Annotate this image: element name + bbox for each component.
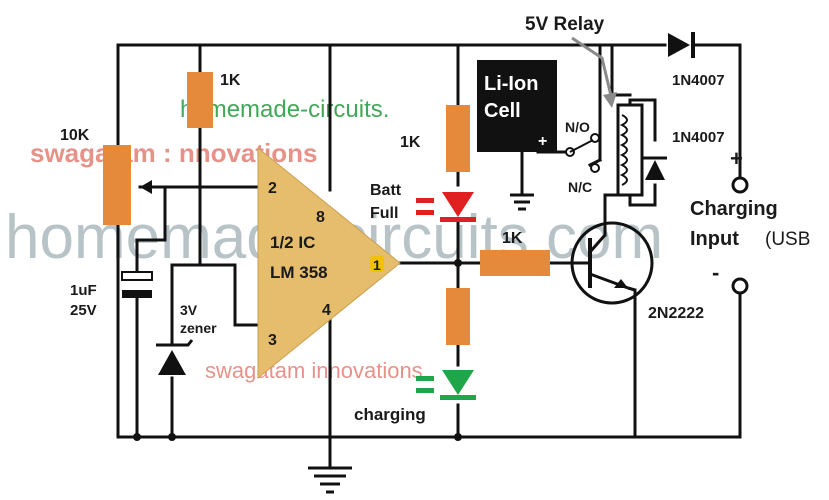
r-led-label: 1K	[400, 134, 421, 151]
zener-3v: 3V zener	[156, 302, 217, 375]
watermark-red-bottom: swagatam innovations	[205, 358, 423, 383]
pin-8-label: 8	[316, 209, 325, 226]
r-base-label: 1K	[502, 230, 523, 247]
junction-dot	[454, 433, 462, 441]
relay-title: 5V Relay	[525, 14, 605, 35]
junction-dot	[454, 259, 462, 267]
pin-3-label: 3	[268, 332, 277, 349]
plus-label: +	[730, 146, 743, 171]
resistor-led-green	[446, 288, 470, 345]
junctions	[133, 259, 462, 441]
cap-label-2: 25V	[70, 302, 97, 319]
batt-full-label-2: Full	[370, 205, 398, 222]
opamp-lm358: 2 3 8 4 1/2 IC LM 358 1	[257, 146, 401, 380]
wires	[116, 43, 742, 439]
zener-label-2: zener	[180, 320, 217, 336]
diode-coil: 1N4007	[643, 129, 725, 180]
charging-label-1: Charging	[690, 198, 778, 220]
ic-name-line2: LM 358	[270, 263, 328, 282]
transistor-label: 2N2222	[648, 305, 704, 322]
relay-contacts: N/O N/C	[565, 119, 600, 195]
cell-label-2: Cell	[484, 100, 521, 122]
charging-input: + - Charging Input (USB	[690, 146, 810, 295]
ic-name-line1: 1/2 IC	[270, 233, 315, 252]
ground-symbol-cell	[510, 193, 534, 211]
charging-label-2: Input	[690, 228, 739, 250]
li-ion-cell: Li-Ion Cell +	[477, 60, 557, 152]
charging-label-3: (USB	[765, 229, 810, 250]
junction-dot	[168, 433, 176, 441]
no-label: N/O	[565, 119, 590, 135]
pin-1-label: 1	[373, 257, 381, 273]
cell-label-1: Li-Ion	[484, 73, 538, 95]
minus-label: -	[712, 260, 719, 285]
junction-dot	[133, 433, 141, 441]
diode-coil-label: 1N4007	[672, 129, 725, 146]
capacitor-1uf: 1uF 25V	[70, 271, 153, 319]
led-batt-full: Batt Full	[370, 182, 476, 222]
zener-label-1: 3V	[180, 302, 198, 318]
watermark-top: homemade-circuits.	[180, 96, 389, 123]
pin-2-label: 2	[268, 180, 277, 197]
batt-full-label-1: Batt	[370, 182, 402, 199]
ground-symbol-main	[308, 437, 352, 494]
pin-4-label: 4	[322, 302, 331, 319]
charging-led-label: charging	[354, 405, 426, 424]
relay-title-arrow	[571, 36, 617, 108]
potentiometer-10k: 10K	[60, 127, 152, 225]
led-charging: charging	[354, 370, 476, 424]
transistor-2n2222: 2N2222	[570, 221, 704, 322]
pot-label: 10K	[60, 127, 90, 144]
diode-top-label: 1N4007	[672, 72, 725, 89]
cell-plus: +	[538, 133, 547, 150]
nc-label: N/C	[568, 179, 592, 195]
r-top-label: 1K	[220, 72, 241, 89]
resistor-1k-led: 1K	[400, 105, 470, 172]
relay-coil	[616, 103, 644, 197]
resistor-1k-top: 1K	[187, 72, 241, 128]
diode-top: 1N4007	[668, 32, 725, 89]
resistor-1k-base: 1K	[480, 230, 550, 276]
cap-label-1: 1uF	[70, 282, 97, 299]
